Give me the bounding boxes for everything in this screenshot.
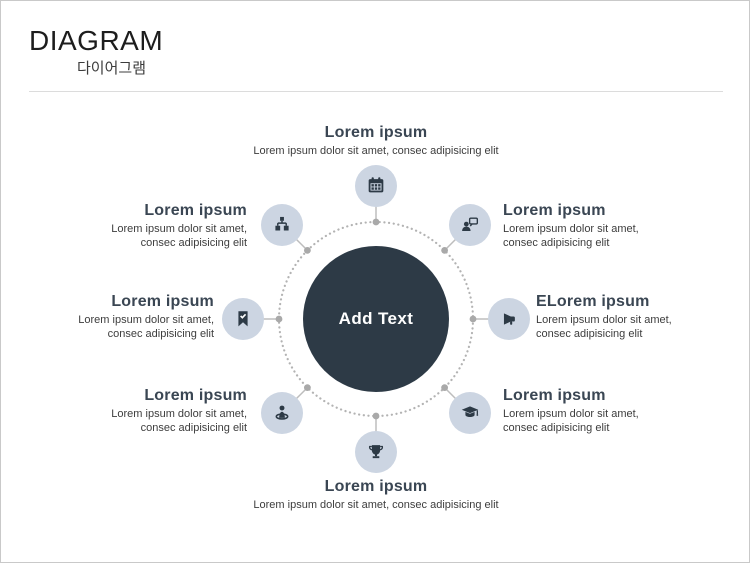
item-top-left[interactable]: Lorem ipsum Lorem ipsum dolor sit amet, … <box>47 202 247 250</box>
center-circle[interactable]: Add Text <box>303 246 449 392</box>
trophy-icon <box>365 441 387 463</box>
satellite-left[interactable] <box>222 298 264 340</box>
item-bottom[interactable]: Lorem ipsum Lorem ipsum dolor sit amet, … <box>206 478 546 512</box>
item-top[interactable]: Lorem ipsum Lorem ipsum dolor sit amet, … <box>206 124 546 158</box>
org-chart-icon <box>271 214 293 236</box>
item-right[interactable]: ELorem ipsum Lorem ipsum dolor sit amet,… <box>536 293 736 341</box>
item-heading: Lorem ipsum <box>324 478 428 495</box>
bookmark-check-icon <box>232 308 254 330</box>
person-location-icon <box>271 402 293 424</box>
satellite-top-right[interactable] <box>449 204 491 246</box>
item-description: Lorem ipsum dolor sit amet, consec adipi… <box>111 223 247 249</box>
satellite-top-left[interactable] <box>261 204 303 246</box>
item-heading: ELorem ipsum <box>536 293 650 310</box>
item-bottom-right[interactable]: Lorem ipsum Lorem ipsum dolor sit amet, … <box>503 387 703 435</box>
person-chat-icon <box>459 214 481 236</box>
item-description: Lorem ipsum dolor sit amet, consec adipi… <box>253 499 499 511</box>
item-description: Lorem ipsum dolor sit amet, consec adipi… <box>536 314 672 340</box>
item-description: Lorem ipsum dolor sit amet, consec adipi… <box>253 145 499 157</box>
header-divider <box>29 91 723 92</box>
item-description: Lorem ipsum dolor sit amet, consec adipi… <box>503 223 639 249</box>
item-heading: Lorem ipsum <box>503 387 606 404</box>
item-description: Lorem ipsum dolor sit amet, consec adipi… <box>111 408 247 434</box>
satellite-bottom-right[interactable] <box>449 392 491 434</box>
item-heading: Lorem ipsum <box>144 202 247 219</box>
page-subtitle: 다이어그램 <box>77 60 147 77</box>
item-left[interactable]: Lorem ipsum Lorem ipsum dolor sit amet, … <box>14 293 214 341</box>
graduation-cap-icon <box>459 402 481 424</box>
item-heading: Lorem ipsum <box>144 387 247 404</box>
page-title: DIAGRAM <box>29 25 164 56</box>
item-description: Lorem ipsum dolor sit amet, consec adipi… <box>78 314 214 340</box>
item-heading: Lorem ipsum <box>111 293 214 310</box>
calendar-icon <box>365 175 387 197</box>
megaphone-icon <box>498 308 520 330</box>
center-label: Add Text <box>338 309 414 328</box>
satellite-bottom-left[interactable] <box>261 392 303 434</box>
satellite-right[interactable] <box>488 298 530 340</box>
item-heading: Lorem ipsum <box>324 124 428 141</box>
item-top-right[interactable]: Lorem ipsum Lorem ipsum dolor sit amet, … <box>503 202 703 250</box>
item-bottom-left[interactable]: Lorem ipsum Lorem ipsum dolor sit amet, … <box>47 387 247 435</box>
satellite-bottom[interactable] <box>355 431 397 473</box>
satellite-top[interactable] <box>355 165 397 207</box>
item-description: Lorem ipsum dolor sit amet, consec adipi… <box>503 408 639 434</box>
item-heading: Lorem ipsum <box>503 202 606 219</box>
